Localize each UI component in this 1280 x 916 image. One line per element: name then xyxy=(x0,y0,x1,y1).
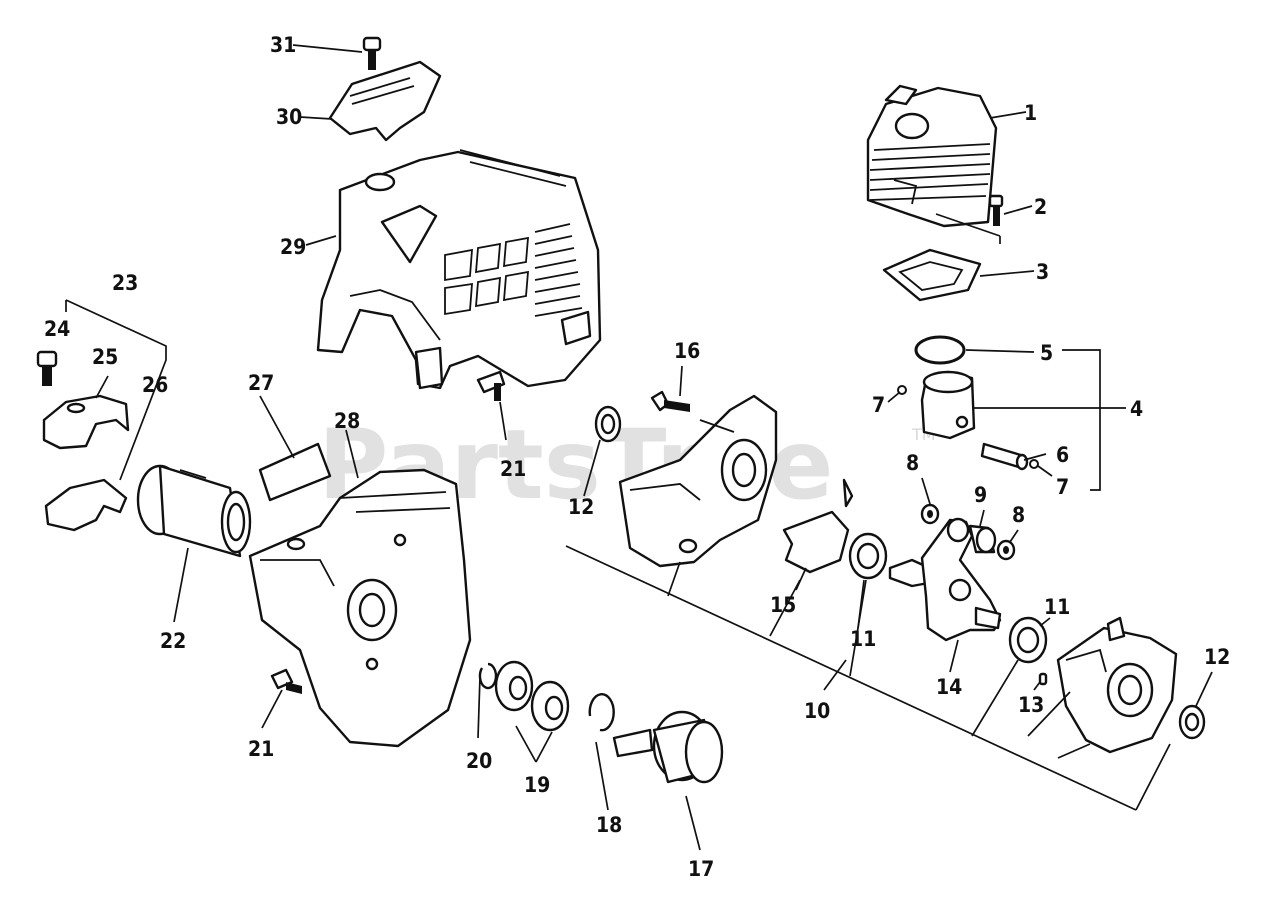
part-7-circlip-b[interactable] xyxy=(1029,459,1039,469)
callout-22: 22 xyxy=(160,629,186,653)
part-7-circlip-a[interactable] xyxy=(897,385,907,395)
callout-23: 23 xyxy=(112,271,138,295)
part-4-piston[interactable] xyxy=(920,370,976,440)
callout-9: 9 xyxy=(974,483,987,507)
callout-29: 29 xyxy=(280,235,306,259)
callout-24: 24 xyxy=(44,317,70,341)
part-20-snap-ring[interactable] xyxy=(478,662,498,690)
callout-25: 25 xyxy=(92,345,118,369)
callout-2: 2 xyxy=(1034,195,1047,219)
callout-7b: 7 xyxy=(1056,475,1069,499)
callout-labels: 31 30 29 1 2 3 5 4 7 6 7 8 9 8 16 21 12 … xyxy=(44,33,1230,881)
callout-11b: 11 xyxy=(1044,595,1070,619)
callout-10: 10 xyxy=(804,699,830,723)
callout-5: 5 xyxy=(1040,341,1053,365)
callout-12b: 12 xyxy=(1204,645,1230,669)
part-6-piston-pin[interactable] xyxy=(980,442,1029,471)
callout-1: 1 xyxy=(1024,101,1037,125)
part-16-screw[interactable] xyxy=(650,390,690,412)
part-21-screw-lower[interactable] xyxy=(270,668,302,694)
part-28-fan-housing[interactable] xyxy=(248,468,472,748)
part-17-clutch-drum[interactable] xyxy=(612,710,724,784)
part-24-screw[interactable] xyxy=(36,350,58,386)
callout-21a: 21 xyxy=(500,457,526,481)
callout-27: 27 xyxy=(248,371,274,395)
callout-17: 17 xyxy=(688,857,714,881)
part-19-bearing-b[interactable] xyxy=(530,680,570,732)
callout-7a: 7 xyxy=(872,393,885,417)
callout-21b: 21 xyxy=(248,737,274,761)
part-11-bearing-a[interactable] xyxy=(848,532,888,580)
callout-28: 28 xyxy=(334,409,360,433)
part-30-plug-cover[interactable] xyxy=(328,60,442,142)
cover-vent-grille xyxy=(444,223,592,346)
callout-18: 18 xyxy=(596,813,622,837)
part-11-bearing-b[interactable] xyxy=(1008,616,1048,664)
callout-30: 30 xyxy=(276,105,302,129)
callout-31: 31 xyxy=(270,33,296,57)
callout-26: 26 xyxy=(142,373,168,397)
callout-12a: 12 xyxy=(568,495,594,519)
part-22-tube-adapter[interactable] xyxy=(136,464,252,558)
part-5-piston-ring[interactable] xyxy=(914,335,966,365)
callout-8a: 8 xyxy=(906,451,919,475)
part-31-screw[interactable] xyxy=(362,36,382,70)
part-2-bolt[interactable] xyxy=(988,194,1004,226)
part-10-crankcase-right[interactable] xyxy=(1056,616,1178,754)
part-21-screw-upper[interactable] xyxy=(476,370,506,401)
part-19-bearing-a[interactable] xyxy=(494,660,534,712)
callout-14: 14 xyxy=(936,675,962,699)
part-12-oil-seal-right[interactable] xyxy=(1178,704,1206,740)
part-25-clamp-upper[interactable] xyxy=(42,394,130,450)
callout-8b: 8 xyxy=(1012,503,1025,527)
part-12-oil-seal-left[interactable] xyxy=(594,405,622,443)
callout-3: 3 xyxy=(1036,260,1049,284)
part-3-gasket[interactable] xyxy=(882,248,982,302)
part-9-needle-bearing[interactable] xyxy=(968,524,997,554)
part-10-crankcase-left[interactable] xyxy=(618,394,854,568)
part-14-crankshaft[interactable] xyxy=(888,517,1002,642)
callout-6: 6 xyxy=(1056,443,1069,467)
leader-lines xyxy=(65,44,1213,851)
part-8-washer-b[interactable] xyxy=(996,539,1016,561)
callout-13: 13 xyxy=(1018,693,1044,717)
part-13-dowel-pin[interactable] xyxy=(1038,672,1048,686)
part-29-fan-cover[interactable] xyxy=(316,149,602,390)
part-26-clamp-lower[interactable] xyxy=(44,478,128,532)
callout-19: 19 xyxy=(524,773,550,797)
callout-11a: 11 xyxy=(850,627,876,651)
part-8-washer-a[interactable] xyxy=(920,503,940,525)
callout-4: 4 xyxy=(1130,397,1143,421)
part-1-cylinder[interactable] xyxy=(866,84,998,228)
callout-20: 20 xyxy=(466,749,492,773)
callout-15: 15 xyxy=(770,593,796,617)
part-27-label[interactable] xyxy=(258,442,332,502)
part-18-snap-ring[interactable] xyxy=(588,693,615,732)
part-15-gasket[interactable] xyxy=(782,510,850,574)
callout-16: 16 xyxy=(674,339,700,363)
